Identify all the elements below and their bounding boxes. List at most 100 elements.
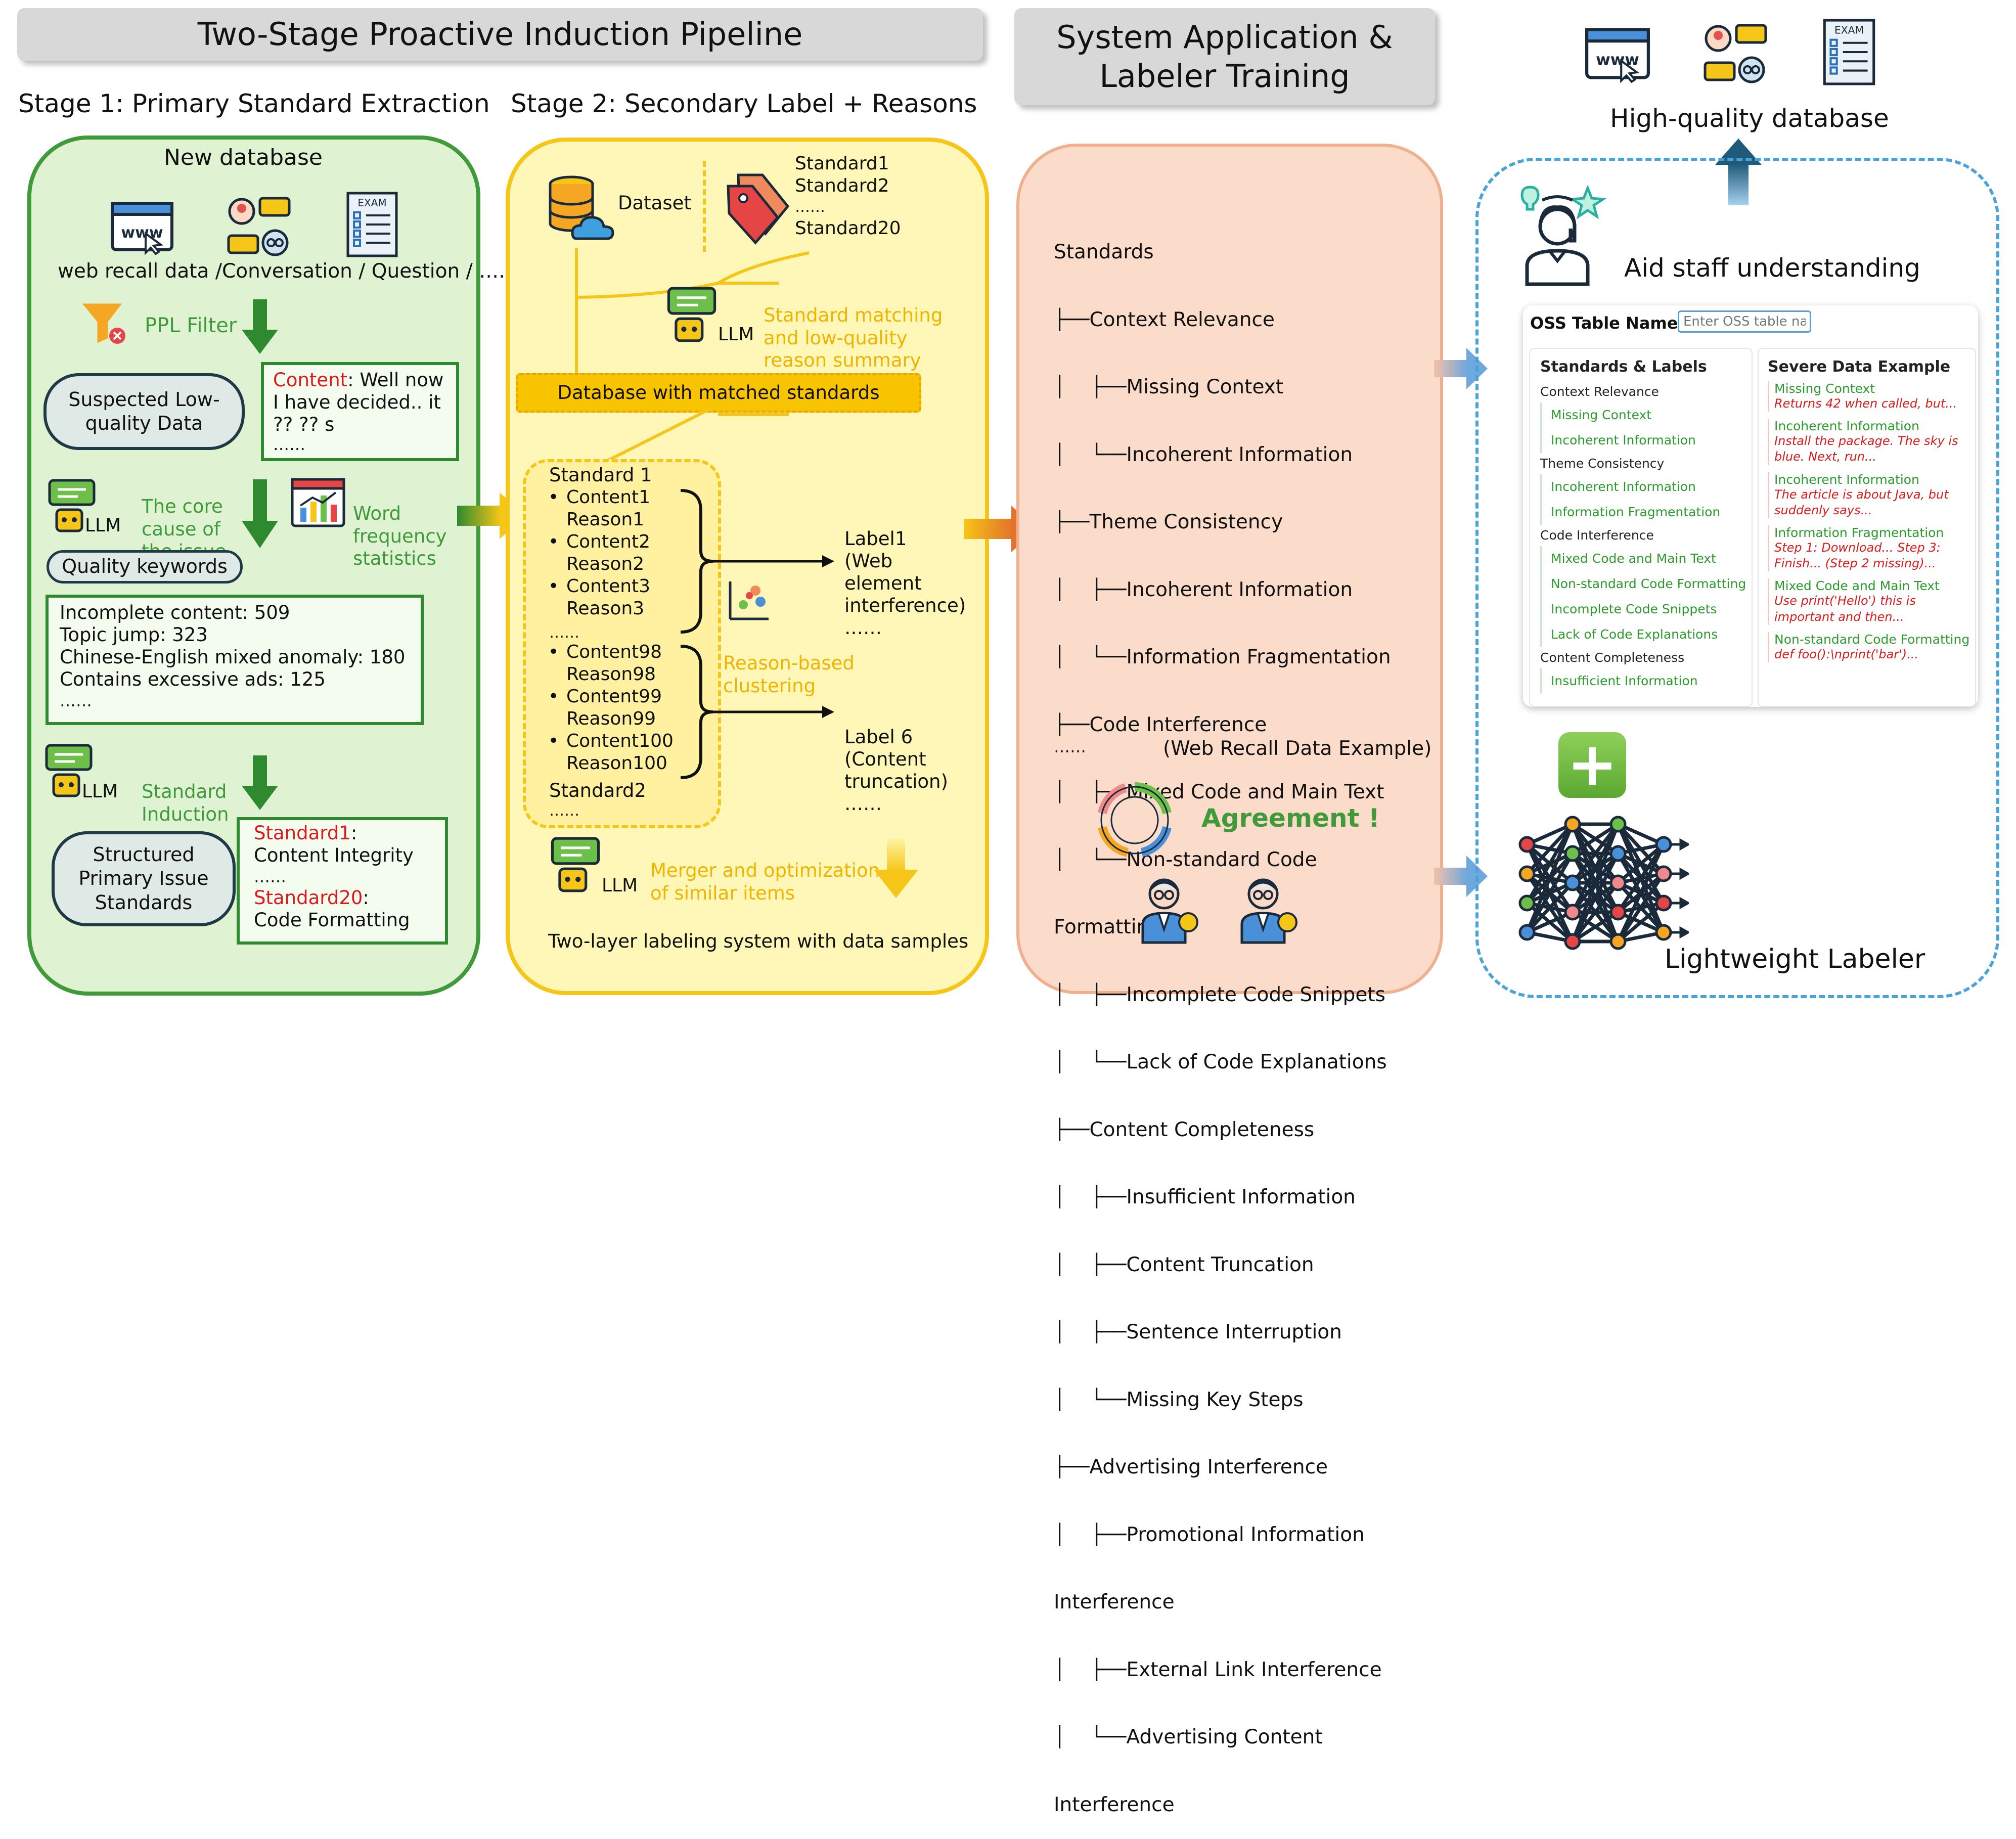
tree-line: │ └──Missing Key Steps	[1054, 1388, 1304, 1411]
nn-output-arrow	[1679, 867, 1689, 880]
nn-output-arrow	[1679, 896, 1689, 910]
nn-node	[1609, 816, 1627, 833]
nn-edge	[1571, 823, 1620, 884]
oss-table-name-label: OSS Table Name:	[1530, 313, 1685, 333]
word-frequency-label: Word frequency statistics	[353, 503, 447, 570]
label-item[interactable]: Mixed Code and Main Text	[1540, 546, 1748, 571]
nn-node	[1518, 924, 1536, 941]
label-item[interactable]: Non-standard Code Formatting	[1540, 571, 1748, 597]
nn-node	[1655, 865, 1672, 882]
nn-node	[1655, 924, 1672, 941]
standard1-line: Standard1:	[254, 822, 357, 844]
item-reason: Reason3	[566, 598, 645, 619]
tree-line: ├──Advertising Interference	[1054, 1456, 1328, 1478]
nn-edge	[1617, 902, 1665, 943]
two-layer-label: Two-layer labeling system with data samp…	[548, 930, 969, 952]
item-reason: Reason100	[566, 753, 667, 774]
nn-edge	[1571, 823, 1620, 943]
severe-example-text: Install the package. The sky is blue. Ne…	[1774, 434, 1958, 464]
severe-example-text: Step 1: Download... Step 3: Finish... (S…	[1774, 540, 1941, 571]
severe-example-label: Incoherent Information	[1774, 419, 1919, 434]
standards-box	[237, 817, 448, 945]
matching-label: Standard matching and low-quality reason…	[764, 304, 943, 372]
standards-labels-list: Context Relevance Missing Context Incohe…	[1540, 381, 1748, 700]
category-label: Theme Consistency	[1540, 456, 1665, 471]
tree-line: ├──Code Interference	[1054, 713, 1267, 736]
standards-tree: Standards ├──Context Relevance │ ├──Miss…	[1054, 196, 1391, 1839]
severe-example: Incoherent Information The article is ab…	[1768, 472, 1970, 518]
label-item[interactable]: Insufficient Information	[1540, 668, 1748, 694]
nn-node	[1655, 894, 1672, 912]
item-reason: Reason99	[566, 708, 656, 729]
nn-edge	[1525, 823, 1575, 933]
end-dots: ……	[549, 802, 579, 820]
llm-label-2: LLM	[82, 781, 118, 802]
keyword-item: Contains excessive ads: 125	[60, 668, 326, 690]
tree-line: │ └──Lack of Code Explanations	[1054, 1051, 1387, 1073]
tree-line: │ ├──Incomplete Code Snippets	[1054, 983, 1385, 1006]
severe-example-label: Information Fragmentation	[1774, 525, 1944, 540]
tree-line: ├──Theme Consistency	[1054, 511, 1283, 533]
label-item[interactable]: Information Fragmentation	[1540, 500, 1748, 525]
person-idea-icon	[1520, 185, 1607, 286]
suspected-pill: Suspected Low- quality Data	[43, 373, 245, 450]
label-item[interactable]: Lack of Code Explanations	[1540, 622, 1748, 647]
nn-node	[1564, 845, 1581, 862]
item-content: Content99	[566, 686, 662, 707]
plus-icon: +	[1558, 732, 1626, 798]
tree-line: Interference	[1054, 1591, 1175, 1613]
cluster-braces	[680, 489, 834, 779]
merger-label: Merger and optimization of similar items	[650, 860, 880, 904]
item-reason: Reason98	[566, 664, 656, 685]
label6-text: Label 6 (Content truncation) ……	[844, 726, 948, 815]
severe-example-label: Missing Context	[1774, 381, 1875, 396]
arrow-ppl	[242, 299, 278, 354]
category-label: Context Relevance	[1540, 384, 1659, 399]
svg-text:www: www	[1596, 51, 1639, 69]
label-item[interactable]: Incoherent Information	[1540, 474, 1748, 500]
stage2-heading: Stage 2: Secondary Label + Reasons	[511, 89, 977, 118]
llm-robot-icon	[45, 744, 93, 797]
nn-node	[1518, 836, 1536, 853]
standard1-value: Content Integrity	[254, 844, 414, 866]
severe-example: Non-standard Code Formatting def foo():\…	[1768, 632, 1970, 662]
system-title: System Application & Labeler Training	[1014, 8, 1435, 105]
quality-keywords-pill: Quality keywords	[47, 550, 243, 584]
severe-example: Incoherent Information Install the packa…	[1768, 419, 1970, 465]
tree-panel	[1016, 144, 1443, 994]
llm-robot-icon	[48, 479, 96, 532]
agreement-label: Agreement !	[1201, 803, 1380, 833]
item-reason: Reason1	[566, 509, 645, 530]
nn-edge	[1526, 881, 1574, 934]
category-label: Code Interference	[1540, 528, 1654, 543]
core-cause-label: The core cause of the issue	[142, 496, 227, 562]
standards-list: Standard1 Standard2 …… Standard20	[795, 153, 901, 240]
label-item[interactable]: Missing Context	[1540, 402, 1748, 428]
nn-edge	[1525, 823, 1575, 904]
scatter-plot-icon	[729, 581, 769, 620]
nn-edge	[1616, 843, 1666, 943]
severe-data-list: Missing Context Returns 42 when called, …	[1768, 381, 1970, 700]
label-item[interactable]: Incomplete Code Snippets	[1540, 597, 1748, 622]
standard1-heading: Standard 1	[549, 464, 652, 486]
oss-table-name-input[interactable]	[1678, 310, 1811, 333]
lightweight-labeler-label: Lightweight Labeler	[1665, 944, 1925, 974]
label-item[interactable]: Incoherent Information	[1540, 428, 1748, 453]
tree-footer-dots: ……	[1054, 737, 1086, 756]
tree-line: │ ├──Missing Context	[1054, 376, 1284, 398]
tree-line: │ ├──External Link Interference	[1054, 1658, 1382, 1681]
content-line-2: I have decided.. it	[273, 391, 441, 413]
nn-edge	[1571, 853, 1620, 943]
severe-example-label: Incoherent Information	[1774, 472, 1919, 487]
standard20-line: Standard20:	[254, 887, 369, 909]
nn-edge	[1572, 911, 1619, 943]
nn-edge	[1617, 843, 1665, 913]
dataset-divider	[703, 161, 706, 252]
arrow-to-labeler	[1434, 856, 1488, 897]
severe-example-text: The article is about Java, but suddenly …	[1774, 487, 1949, 517]
nn-node	[1609, 904, 1627, 921]
standard2-heading: Standard2	[549, 780, 646, 801]
category-label: Content Completeness	[1540, 650, 1685, 665]
